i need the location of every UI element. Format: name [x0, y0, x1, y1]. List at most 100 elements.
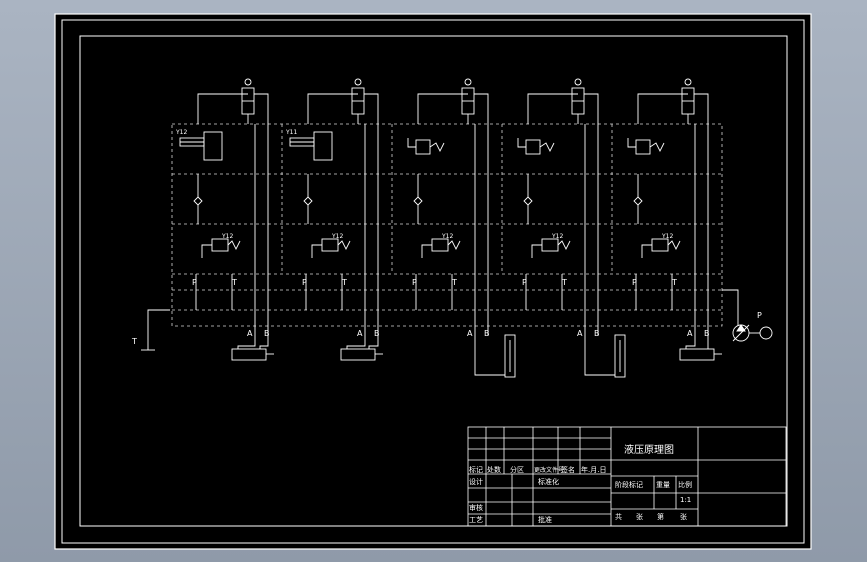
- port-b-label: B: [264, 329, 270, 338]
- relief-spring: [337, 240, 351, 251]
- approve-label: 批准: [538, 515, 552, 524]
- rev-col-count: 处数: [487, 465, 501, 474]
- supply-line: [307, 93, 358, 124]
- relief-spring: [447, 240, 461, 251]
- supply-line: [197, 93, 248, 124]
- port-p-label: P: [632, 278, 637, 287]
- b-line: [694, 93, 709, 335]
- port-t-label: T: [231, 278, 237, 287]
- relief-code-label: Y12: [661, 233, 673, 240]
- review-label: 审核: [469, 503, 483, 512]
- vertical-cylinder: [614, 334, 626, 378]
- top-valve-head: [574, 78, 582, 86]
- port-a-label: A: [687, 329, 693, 338]
- design-label: 设计: [469, 477, 483, 486]
- cylinder-feed-a: [685, 335, 696, 349]
- process-label: 工艺: [469, 516, 483, 524]
- relief-code-label: Y12: [331, 233, 343, 240]
- pressure-spring: [649, 142, 665, 153]
- top-valve-head: [244, 78, 252, 86]
- relief-code-label: Y12: [221, 233, 233, 240]
- pressure-spring: [539, 142, 555, 153]
- port-a-label: A: [577, 329, 583, 338]
- horizontal-cylinder: [679, 348, 715, 361]
- supply-line: [637, 93, 688, 124]
- port-p-label: P: [522, 278, 527, 287]
- pump-symbol: [722, 289, 773, 342]
- port-t-label: T: [671, 278, 677, 287]
- port-t-label: T: [341, 278, 347, 287]
- rev-col-date: 年.月.日: [581, 465, 606, 474]
- drawing-title: 液压原理图: [624, 443, 674, 456]
- title-block-text: 液压原理图 标记 处数 分区 更改文件号 签名 年.月.日 设计 标准化 审核 …: [469, 443, 692, 524]
- cylinder-feed: [584, 335, 615, 376]
- cylinder-feed-a: [237, 335, 256, 349]
- relief-pilot: [641, 244, 652, 258]
- weight-label: 重量: [656, 481, 670, 489]
- port-a-label: A: [247, 329, 253, 338]
- sheets-unit-label: 张: [636, 512, 643, 521]
- cylinder-feed-a: [346, 335, 366, 349]
- title-block: [467, 426, 787, 527]
- rev-col-sign: 签名: [561, 465, 575, 474]
- sheet-border-inner: [79, 35, 788, 527]
- port-t-label: T: [451, 278, 457, 287]
- relief-spring: [667, 240, 681, 251]
- stage-mark-label: 阶段标记: [615, 480, 643, 489]
- port-b-label: B: [704, 329, 710, 338]
- sheet-no-label: 第: [657, 512, 664, 521]
- horizontal-cylinder: [340, 348, 376, 361]
- port-a-label: A: [467, 329, 473, 338]
- tank-label: T: [131, 337, 137, 346]
- relief-pilot: [201, 244, 212, 258]
- scale-value: 1:1: [680, 496, 691, 504]
- sheet-border-outer: [61, 19, 805, 544]
- cylinder-feed: [474, 335, 505, 376]
- sheets-total-label: 共: [615, 512, 622, 521]
- relief-code-label: Y12: [551, 233, 563, 240]
- pressure-spring: [429, 142, 445, 153]
- supply-line: [527, 93, 578, 124]
- port-p-label: P: [302, 278, 307, 287]
- relief-spring: [557, 240, 571, 251]
- relief-pilot: [421, 244, 432, 258]
- b-line: [254, 93, 269, 335]
- port-t-label: T: [561, 278, 567, 287]
- standardize-label: 标准化: [538, 477, 559, 486]
- port-b-label: B: [484, 329, 490, 338]
- supply-line: [417, 93, 468, 124]
- horizontal-cylinder: [231, 348, 267, 361]
- relief-pilot: [531, 244, 542, 258]
- pump-label: P: [757, 311, 762, 320]
- port-p-label: P: [192, 278, 197, 287]
- vertical-cylinder: [504, 334, 516, 378]
- top-valve-head: [464, 78, 472, 86]
- rev-col-zone: 分区: [510, 465, 524, 474]
- scale-label: 比例: [678, 480, 692, 489]
- cylinder-feed-b: [259, 335, 269, 349]
- pressure-pilot: [517, 138, 526, 148]
- sheet-unit-label: 张: [680, 512, 687, 521]
- cylinder-feed-b: [368, 335, 379, 349]
- valve-code-label: Y12: [175, 129, 187, 136]
- rev-col-docno: 更改文件号: [534, 466, 564, 474]
- port-b-label: B: [374, 329, 380, 338]
- top-valve-head: [684, 78, 692, 86]
- tank-line: [141, 309, 170, 351]
- relief-spring: [227, 240, 241, 251]
- port-a-label: A: [357, 329, 363, 338]
- b-line: [474, 93, 489, 335]
- b-line: [584, 93, 599, 335]
- valve-code-label: Y11: [285, 129, 297, 136]
- rev-col-mark: 标记: [469, 465, 483, 474]
- solenoid-coil: [203, 131, 223, 161]
- solenoid-coil: [313, 131, 333, 161]
- top-valve-head: [354, 78, 362, 86]
- b-line: [364, 93, 379, 335]
